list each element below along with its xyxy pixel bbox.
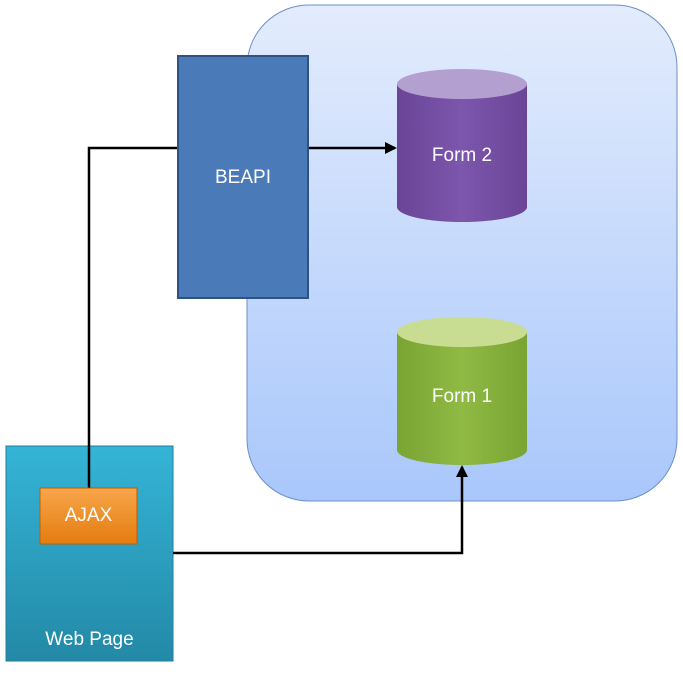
- form2-top: [397, 69, 527, 99]
- form2-cylinder[interactable]: [397, 69, 527, 222]
- connector-ajax-to-beapi: [87, 146, 178, 488]
- form1-body: [397, 332, 527, 465]
- form1-top: [397, 317, 527, 347]
- form1-cylinder[interactable]: [397, 317, 527, 465]
- ajax-box[interactable]: [39, 487, 138, 545]
- connector-webpage-to-form1: [173, 465, 468, 555]
- beapi-box[interactable]: [177, 55, 309, 299]
- form2-body: [397, 84, 527, 222]
